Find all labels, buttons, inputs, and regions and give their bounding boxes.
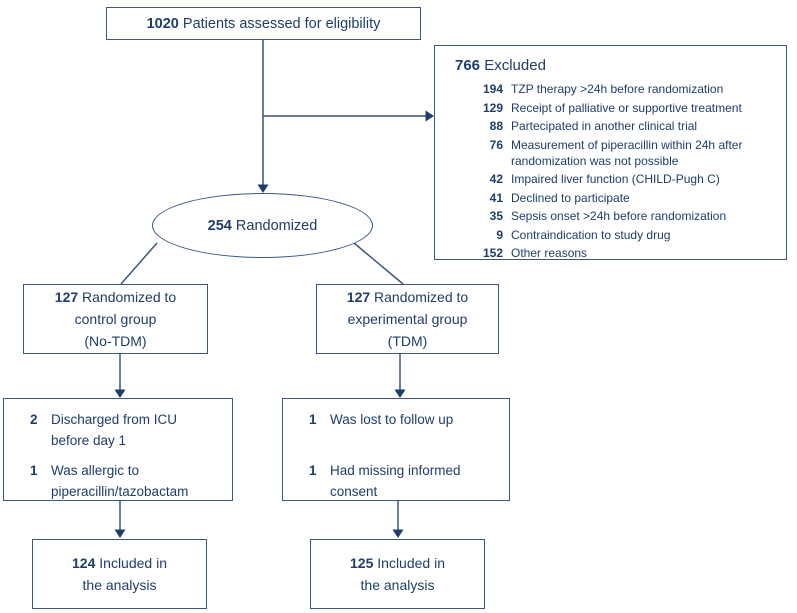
edge-randomized-to-experimental	[353, 242, 404, 285]
exclusion-count: 41	[489, 190, 503, 205]
experimental-group-line2: experimental group	[347, 311, 468, 327]
dropout-reason-line: piperacillin/tazobactam	[51, 483, 189, 499]
experimental-group-line3: (TDM)	[387, 333, 428, 349]
excluded-count: 766	[455, 57, 481, 74]
exclusion-count: 9	[496, 227, 503, 242]
control-analysis-line2: the analysis	[82, 577, 157, 593]
dropout-row: 1 Had missing informed consent	[309, 461, 503, 502]
dropout-row: 1 Was lost to follow up	[309, 410, 503, 456]
randomized-count: 254	[207, 217, 232, 234]
dropout-reason-line: Discharged from ICU	[51, 412, 178, 427]
excluded-header: 766 Excluded	[455, 57, 778, 74]
experimental-analysis-line1: 125 Included in	[311, 552, 484, 575]
randomized-ellipse: 254 Randomized	[152, 193, 373, 258]
arrowhead-to-excluded	[425, 110, 434, 122]
dropout-reason-line: Was allergic to	[51, 463, 140, 478]
exclusion-reason: Contraindication to study drug	[511, 227, 671, 242]
control-group-line1: 127 Randomized to	[24, 286, 207, 308]
exclusion-row: 152 Other reasons	[455, 245, 778, 261]
exclusion-row: 76 Measurement of piperacillin within 24…	[455, 137, 778, 169]
control-dropout-box: 2 Discharged from ICU before day 1 1 Was…	[3, 398, 233, 501]
excluded-box: 766 Excluded 194 TZP therapy >24h before…	[434, 45, 787, 260]
dropout-reason-line: consent	[330, 483, 378, 499]
experimental-group-line1: 127 Randomized to	[317, 286, 498, 308]
exclusion-reason: Receipt of palliative or supportive trea…	[511, 100, 742, 115]
exclusion-reason: Measurement of piperacillin within 24h a…	[511, 137, 778, 169]
experimental-dropout-box: 1 Was lost to follow up 1 Had missing in…	[282, 398, 510, 501]
exclusion-count: 152	[482, 246, 503, 260]
control-group-line3: (No-TDM)	[84, 333, 147, 349]
arrowhead-control-analysis	[114, 529, 126, 538]
control-analysis-count: 124	[72, 554, 96, 571]
eligibility-box: 1020 Patients assessed for eligibility	[106, 7, 421, 40]
exclusion-row: 42 Impaired liver function (CHILD-Pugh C…	[455, 171, 778, 187]
experimental-analysis-box: 125 Included in the analysis	[310, 539, 485, 609]
exclusion-count: 76	[489, 137, 503, 152]
exclusion-count: 42	[489, 172, 503, 186]
experimental-group-box: 127 Randomized to experimental group (TD…	[316, 284, 499, 354]
exclusion-row: 88 Partecipated in another clinical tria…	[455, 118, 778, 134]
exclusion-count: 129	[482, 100, 503, 115]
dropout-row: 2 Discharged from ICU before day 1	[30, 410, 226, 456]
control-group-count: 127	[54, 289, 79, 305]
dropout-count: 1	[309, 412, 317, 427]
exclusion-reason: Other reasons	[511, 246, 588, 260]
exclusion-reason: Declined to participate	[511, 190, 630, 205]
exclusion-reason: Partecipated in another clinical trial	[511, 119, 698, 133]
experimental-group-label: Randomized to	[374, 289, 469, 305]
exclusion-row: 9 Contraindication to study drug	[455, 227, 778, 243]
randomized-label: Randomized	[235, 217, 318, 234]
dropout-reason-line: before day 1	[51, 432, 127, 448]
dropout-reason: Had missing informed consent	[330, 461, 503, 502]
arrowhead-control-dropouts	[114, 389, 126, 398]
dropout-reason: Was allergic to piperacillin/tazobactam	[51, 461, 226, 502]
experimental-analysis-count: 125	[350, 554, 374, 571]
exclusion-reason-line: Measurement of piperacillin within 24h a…	[511, 137, 743, 152]
arrowhead-experimental-dropouts	[394, 389, 406, 398]
arrowhead-experimental-analysis	[392, 529, 404, 538]
dropout-row: 1 Was allergic to piperacillin/tazobacta…	[30, 461, 226, 502]
exclusion-reason: Sepsis onset >24h before randomization	[511, 209, 727, 223]
arrowhead-to-randomized	[257, 184, 269, 193]
exclusion-row: 41 Declined to participate	[455, 190, 778, 206]
control-group-label: Randomized to	[82, 289, 177, 305]
exclusion-row: 35 Sepsis onset >24h before randomizatio…	[455, 208, 778, 224]
control-analysis-line1: 124 Included in	[33, 552, 206, 575]
exclusion-count: 88	[489, 119, 503, 133]
experimental-group-count: 127	[346, 289, 371, 305]
dropout-count: 2	[30, 412, 38, 427]
eligibility-label: Patients assessed for eligibility	[182, 15, 381, 32]
randomized-text: 254 Randomized	[153, 218, 372, 234]
dropout-reason: Discharged from ICU before day 1	[51, 410, 226, 456]
exclusion-count: 35	[489, 209, 503, 223]
experimental-analysis-label: Included in	[377, 554, 445, 571]
exclusion-reason: Impaired liver function (CHILD-Pugh C)	[511, 172, 720, 186]
exclusion-count: 194	[482, 82, 503, 96]
eligibility-text: 1020 Patients assessed for eligibility	[107, 16, 420, 32]
exclusion-row: 129 Receipt of palliative or supportive …	[455, 100, 778, 116]
exclusion-row: 194 TZP therapy >24h before randomizatio…	[455, 81, 778, 97]
control-analysis-label: Included in	[99, 554, 167, 571]
dropout-count: 1	[309, 463, 317, 478]
eligibility-count: 1020	[146, 15, 179, 32]
exclusion-reason-line: randomization was not possible	[511, 153, 679, 168]
control-group-line2: control group	[74, 311, 157, 327]
dropout-count: 1	[30, 463, 38, 478]
edge-randomized-to-control	[120, 242, 158, 285]
dropout-reason: Was lost to follow up	[330, 412, 454, 427]
experimental-analysis-line2: the analysis	[360, 577, 435, 593]
control-analysis-box: 124 Included in the analysis	[32, 539, 207, 609]
control-group-box: 127 Randomized to control group (No-TDM)	[23, 284, 208, 354]
dropout-reason-line: Had missing informed	[330, 463, 461, 478]
excluded-label: Excluded	[484, 57, 546, 74]
exclusion-reason: TZP therapy >24h before randomization	[511, 82, 724, 96]
